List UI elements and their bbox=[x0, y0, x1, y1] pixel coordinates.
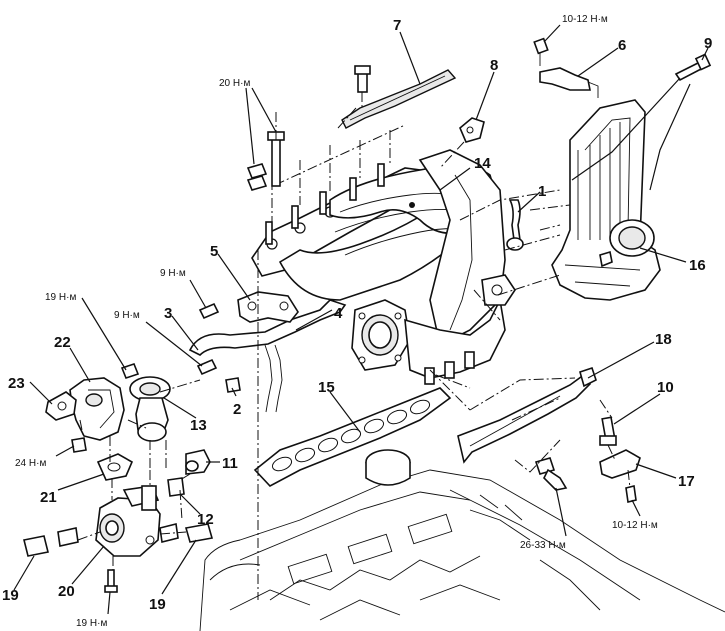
callout-numbers: 1 2 3 4 5 6 7 8 9 10 11 12 13 14 15 16 1… bbox=[2, 17, 712, 613]
callout-16: 16 bbox=[689, 257, 706, 274]
egr-pipe-22 bbox=[69, 377, 125, 441]
egr-gasket-21 bbox=[96, 453, 134, 481]
leader-lines bbox=[13, 24, 709, 615]
engine-block bbox=[199, 449, 725, 631]
wire-harness-bracket bbox=[341, 65, 457, 129]
torque-10-12nm-bottom: 10-12 Н·м bbox=[612, 520, 658, 531]
egr-tube-side bbox=[57, 523, 179, 547]
torque-24nm: 24 Н·м bbox=[15, 458, 46, 469]
egr-gasket-23 bbox=[45, 391, 77, 421]
torque-20nm: 20 Н·м bbox=[219, 78, 250, 89]
bolt-10 bbox=[599, 416, 617, 446]
callout-11: 11 bbox=[222, 455, 238, 472]
egr-pipe-13 bbox=[129, 376, 171, 470]
intake-gasket bbox=[253, 387, 452, 487]
callout-4: 4 bbox=[334, 305, 343, 322]
bracket-18 bbox=[457, 366, 597, 464]
callout-1: 1 bbox=[538, 183, 546, 200]
pcv-hose bbox=[506, 199, 524, 251]
torque-19nm-top: 19 Н·м bbox=[45, 292, 76, 303]
solenoid-11 bbox=[185, 449, 211, 475]
callout-21: 21 bbox=[40, 489, 57, 506]
callout-19-left: 19 bbox=[2, 587, 19, 604]
callout-23: 23 bbox=[8, 375, 25, 392]
callout-17: 17 bbox=[678, 473, 695, 490]
assembly-guide-lines bbox=[77, 107, 631, 600]
callout-14: 14 bbox=[474, 155, 491, 172]
sensor-bracket bbox=[459, 117, 485, 143]
callout-6: 6 bbox=[618, 37, 626, 54]
sensor-6 bbox=[533, 37, 599, 98]
small-bolts bbox=[71, 302, 241, 453]
hose-19 bbox=[23, 535, 49, 557]
torque-19nm-bottom: 19 Н·м bbox=[76, 618, 107, 629]
callout-12: 12 bbox=[197, 511, 214, 528]
bolt-26-33 bbox=[534, 457, 568, 491]
vacuum-pipe bbox=[188, 299, 347, 413]
intake-manifold bbox=[251, 124, 516, 385]
callout-3: 3 bbox=[164, 305, 172, 322]
callout-5: 5 bbox=[210, 243, 218, 260]
egr-valve-20 bbox=[95, 485, 161, 593]
callout-8: 8 bbox=[490, 57, 498, 74]
torque-9nm-b: 9 Н·м bbox=[114, 310, 140, 321]
torque-10-12nm-top: 10-12 Н·м bbox=[562, 14, 608, 25]
callout-2: 2 bbox=[233, 401, 241, 418]
bracket-5 bbox=[237, 291, 299, 323]
sensor-17 bbox=[599, 449, 641, 503]
callout-19-right: 19 bbox=[149, 596, 166, 613]
air-intake-resonator bbox=[551, 99, 661, 301]
callout-18: 18 bbox=[655, 331, 672, 348]
callout-10: 10 bbox=[657, 379, 674, 396]
torque-26-33nm: 26-33 Н·м bbox=[520, 540, 566, 551]
callout-20: 20 bbox=[58, 583, 75, 600]
torque-9nm-a: 9 Н·м bbox=[160, 268, 186, 279]
callout-13: 13 bbox=[190, 417, 207, 434]
callout-9: 9 bbox=[704, 35, 712, 52]
bolt-9 bbox=[674, 53, 712, 82]
callout-22: 22 bbox=[54, 334, 71, 351]
callout-15: 15 bbox=[318, 379, 335, 396]
callout-7: 7 bbox=[393, 17, 401, 34]
torque-labels: 20 Н·м 10-12 Н·м 9 Н·м 9 Н·м 19 Н·м 24 Н… bbox=[15, 14, 658, 629]
